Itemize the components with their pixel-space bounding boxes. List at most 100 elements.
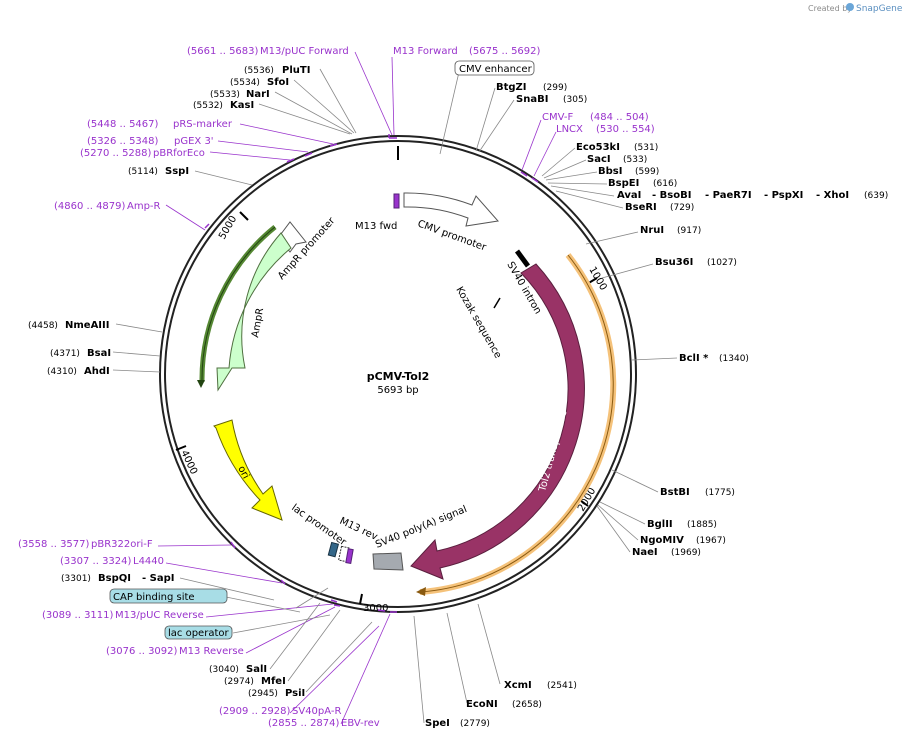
site-pos-sac: (533) [623,155,647,165]
cmv-promoter-feature [403,192,499,227]
kozak-feature [493,297,501,309]
cap-binding-site-label: CAP binding site [113,592,195,603]
site-name-sac: SacI [587,154,611,165]
site-pos-bsa: (4371) [50,349,80,359]
cap-binding-site-box [109,588,228,604]
site-name-bse: BseRI [625,202,657,213]
primer-name-m13-fwd: M13 Forward [393,46,458,57]
tol2-orf-line [419,254,614,593]
cap-site-feature [327,541,340,558]
primer-name-pgex: pGEX 3' [174,136,214,147]
primer-range-lncx: (530 .. 554) [596,124,655,135]
tick-label-5000: 5000 [217,214,239,242]
site-pos-ava: (639) [864,191,888,201]
site-pos-nme: (4458) [28,321,58,331]
sv40-polya-feature [372,552,404,571]
cmv-enhancer-box [454,60,535,76]
ori-feature [213,419,283,521]
site-name-sapi: - SapI [142,573,174,584]
site-name-pspxi: - PspXI [764,190,803,201]
site-pos-kas: (5532) [193,101,223,111]
ampr-label: AmpR [250,307,266,338]
lac-operator-label: lac operator [168,628,229,639]
primer-leaders-left-bottom [157,544,391,725]
tol2-transposase-feature [410,263,585,580]
site-name-mfe: MfeI [261,676,286,687]
kozak-label: Kozak sequence [453,285,503,360]
site-name-bstb: BstBI [660,487,690,498]
site-pos-mfe: (2974) [224,677,254,687]
site-name-paer7i: - PaeR7I [705,190,752,201]
primer-name-ampr: Amp-R [127,201,161,212]
site-pos-snab: (305) [563,95,587,105]
primer-name-m13puc-fwd: M13/pUC Forward [260,46,349,57]
backbone-inner-ring [164,140,632,608]
site-name-plu: PluTI [282,65,310,76]
site-pos-bstb: (1775) [705,488,735,498]
m13-fwd-label: M13 fwd [355,221,397,232]
backbone-outer-ring [159,135,637,613]
tick-5000 [239,211,249,221]
site-name-bsa: BsaI [87,348,111,359]
leader-lines-left-top [194,68,357,186]
site-name-btgz: BtgZI [496,82,527,93]
site-name-sal: SalI [246,664,267,675]
site-pos-bsu: (1027) [707,258,737,268]
primer-range-pbr322: (3558 .. 3577) [18,539,90,550]
site-pos-nar: (5533) [210,90,240,100]
site-name-ssp: SspI [165,166,189,177]
site-name-bgl: BglII [647,519,673,530]
primer-range-m13-fwd: (5675 .. 5692) [469,46,541,57]
site-name-bspqi: BspQI [98,573,131,584]
site-pos-eco53: (531) [634,143,658,153]
site-name-spe: SpeI [425,718,450,729]
tol2-orf-arrowhead [416,587,426,596]
primer-range-ampr: (4860 .. 4879) [54,201,126,212]
site-name-nme: NmeAIII [65,320,109,331]
primer-range-cmvf: (484 .. 504) [590,112,649,123]
lac-operator-box [164,625,233,640]
site-name-ngo: NgoMIV [640,535,684,546]
tick-2000 [579,499,589,507]
site-pos-psi: (2945) [248,689,278,699]
site-name-nru: NruI [640,225,664,236]
tick-3000 [359,593,363,605]
primer-name-pbr322: pBR322ori-F [91,539,153,550]
site-pos-spe: (2779) [460,719,490,729]
site-pos-bcl: (1340) [719,354,749,364]
site-name-xhoi: - XhoI [816,190,849,201]
ampr-orf-arrowhead [197,380,205,388]
site-pos-sal: (3040) [209,665,239,675]
primer-range-m13puc-fwd: (5661 .. 5683) [187,46,259,57]
credit-text: Created by [808,4,852,13]
cmv-enhancer-label: CMV enhancer [459,64,533,75]
site-pos-nru: (917) [677,226,701,236]
primer-markers [204,134,539,613]
tick-4000 [175,445,187,451]
tol2-orf-highlight [419,253,617,595]
site-name-bspe: BspEI [608,178,639,189]
site-name-bbs: BbsI [598,166,622,177]
site-pos-bgl: (1885) [687,520,717,530]
primer-range-ebv: (2855 .. 2874) [268,718,340,729]
m13-fwd-feature [393,193,400,209]
site-name-snab: SnaBI [516,94,548,105]
primer-range-m13puc-rev: (3089 .. 3111) [42,610,114,621]
primer-name-sv40pa: SV40pA-R [292,706,341,717]
primer-range-l4440: (3307 .. 3324) [60,556,132,567]
site-name-eco53: Eco53kI [576,142,620,153]
site-name-econ: EcoNI [466,699,498,710]
site-pos-bbs: (599) [635,167,659,177]
primer-name-m13-rev: M13 Reverse [179,646,244,657]
site-name-ahd: AhdI [84,366,110,377]
tick-label-3000: 3000 [363,603,388,614]
ampr-orf-line [201,226,276,383]
site-pos-btgz: (299) [543,83,567,93]
primer-name-lncx: LNCX [556,124,583,135]
site-name-ava: AvaI [617,190,641,201]
site-pos-ahd: (4310) [47,367,77,377]
m13-rev-feature [345,548,354,564]
primer-range-m13-rev: (3076 .. 3092) [106,646,178,657]
primer-name-ebv: EBV-rev [341,718,380,729]
primer-name-l4440: L4440 [133,556,164,567]
